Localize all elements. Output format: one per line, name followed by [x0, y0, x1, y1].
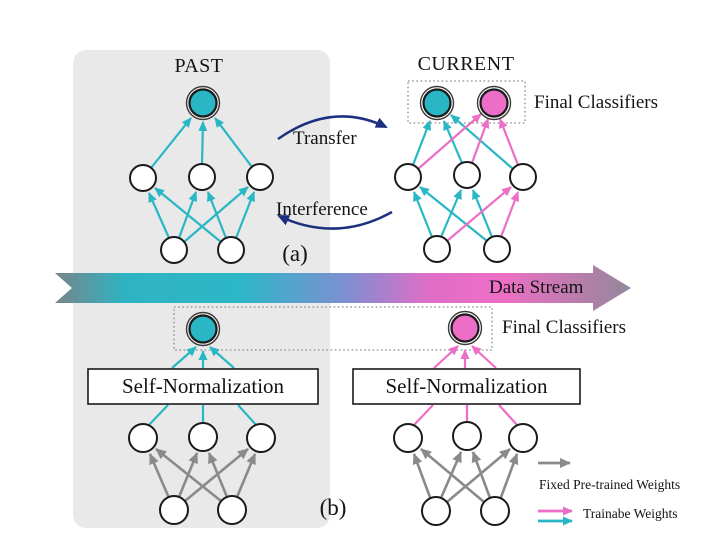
panel-b-label: (b): [319, 495, 347, 520]
edge-teal: [234, 191, 256, 239]
input-node: [480, 496, 510, 526]
edge-gray: [155, 447, 222, 503]
edge-teal: [439, 189, 463, 238]
hidden-node: [452, 421, 482, 451]
hidden-node: [509, 163, 537, 191]
self-normalization-box-right: [352, 368, 581, 405]
edge-teal: [150, 117, 192, 169]
edge-pink: [471, 345, 497, 369]
interference-arrow: [277, 210, 393, 230]
edge-pink: [417, 113, 482, 170]
edge-teal: [171, 346, 197, 369]
data-stream-label: Data Stream: [489, 277, 584, 298]
edge-teal: [419, 186, 488, 242]
hidden-node: [188, 422, 218, 452]
edge-gray: [148, 453, 171, 499]
hidden-node: [246, 423, 276, 453]
transfer-arrow: [277, 115, 388, 141]
edge-teal: [471, 189, 494, 238]
edge-gray: [498, 453, 519, 501]
hidden-node: [188, 163, 216, 191]
input-node: [423, 235, 451, 263]
panel-a-label: (a): [282, 241, 308, 266]
current-network-nodes: [394, 85, 537, 263]
input-node: [421, 496, 451, 526]
bottom-right-network-nodes: [393, 310, 538, 526]
output-node-ring: [447, 310, 483, 346]
hidden-node: [129, 164, 157, 192]
self-normalization-label-right: Self-Normalization: [385, 374, 548, 398]
final-classifiers-label-bottom: Final Classifiers: [502, 317, 627, 338]
edge-teal: [237, 404, 258, 427]
edge-gray: [471, 451, 492, 499]
edge-gray: [412, 453, 433, 501]
edge-teal: [206, 191, 228, 239]
data-stream-arrow: [55, 265, 631, 311]
input-node: [160, 236, 188, 264]
edge-pink: [433, 345, 459, 369]
bottom-left-network-edges: [147, 346, 258, 503]
hidden-node: [246, 163, 274, 191]
hidden-node: [393, 423, 423, 453]
self-normalization-label-left: Self-Normalization: [121, 374, 285, 398]
input-node: [217, 236, 245, 264]
current-title: CURRENT: [417, 53, 515, 75]
interference-label: Interference: [276, 199, 368, 220]
legend-fixed-weights-label: Fixed Pre-trained Weights: [539, 477, 681, 492]
edge-teal: [450, 114, 514, 170]
output-node-ring: [476, 85, 512, 121]
edge-teal: [198, 121, 208, 165]
current-classifier-node: [450, 313, 480, 343]
legend-trainable-weights-label: Trainabe Weights: [583, 506, 678, 521]
output-node-ring: [419, 85, 455, 121]
past-classifier-node: [422, 88, 452, 118]
edge-teal: [209, 346, 235, 369]
legend-arrows: [538, 458, 573, 526]
bottom-left-network-nodes: [128, 311, 276, 525]
edge-pink: [498, 118, 520, 166]
transfer-label: Transfer: [293, 128, 357, 149]
hidden-node: [453, 161, 481, 189]
output-node-ring: [185, 311, 221, 347]
edge-gray: [184, 447, 249, 503]
edge-teal: [214, 117, 253, 168]
final-classifiers-label-top: Final Classifiers: [534, 92, 659, 113]
hidden-node: [394, 163, 422, 191]
bottom-right-network-edges: [412, 345, 519, 503]
edge-teal: [147, 404, 169, 427]
edge-gray: [446, 448, 511, 503]
hidden-node: [508, 423, 538, 453]
past-network-edges: [147, 117, 256, 243]
edge-teal: [411, 120, 432, 166]
edge-teal: [147, 192, 171, 239]
current-classifier-node: [479, 88, 509, 118]
edge-gray: [420, 448, 485, 503]
self-normalization-box-left: [87, 368, 319, 405]
edge-pink: [498, 404, 519, 427]
edge-pink: [470, 118, 490, 164]
edge-pink: [412, 404, 434, 427]
input-node: [217, 495, 247, 525]
past-title: PAST: [174, 55, 224, 77]
past-network-nodes: [129, 85, 274, 264]
edge-teal: [442, 120, 464, 164]
past-classifier-node: [188, 88, 218, 118]
output-node-ring: [185, 85, 221, 121]
input-node: [483, 235, 511, 263]
edge-gray: [235, 453, 257, 498]
edge-gray: [207, 452, 229, 498]
edge-pink: [499, 191, 520, 238]
edge-pink: [446, 186, 512, 242]
edge-teal: [154, 187, 222, 243]
current-network-edges: [411, 113, 520, 242]
hidden-node: [128, 423, 158, 453]
past-classifier-node: [188, 314, 218, 344]
input-node: [159, 495, 189, 525]
edge-teal: [412, 191, 434, 238]
